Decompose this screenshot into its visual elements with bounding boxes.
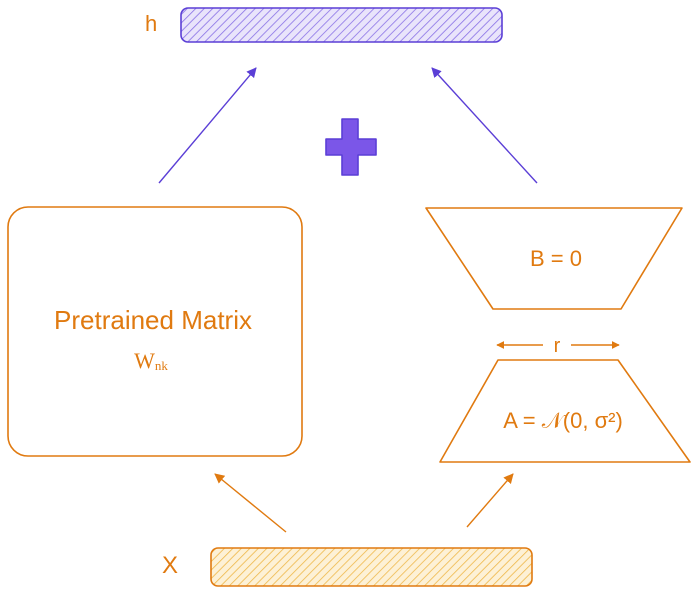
pretrained-matrix-title: Pretrained Matrix — [54, 305, 252, 335]
plus-icon — [325, 118, 377, 176]
matrix-b-equation: B = 0 — [530, 246, 582, 271]
rank-label: r — [554, 335, 561, 357]
input-x-bar — [210, 547, 533, 587]
arrow-pretrained-to-h — [158, 67, 257, 184]
matrix-a-trapezoid — [439, 359, 691, 463]
matrix-b-trapezoid — [425, 207, 683, 310]
input-x-label: X — [162, 552, 178, 579]
matrix-a-equation: A = 𝒩(0, σ²) — [503, 408, 623, 433]
pretrained-matrix-symbol-sub: nk — [155, 358, 169, 373]
output-h-bar — [180, 7, 503, 43]
arrow-adapter-to-h — [431, 67, 538, 184]
arrow-x-to-pretrained — [214, 473, 287, 533]
output-h-label: h — [145, 11, 157, 36]
pretrained-matrix-symbol-main: W — [134, 348, 155, 373]
pretrained-matrix-symbol: Wnk — [134, 348, 168, 373]
arrow-x-to-adapter — [466, 473, 514, 528]
pretrained-matrix-box — [7, 206, 303, 457]
